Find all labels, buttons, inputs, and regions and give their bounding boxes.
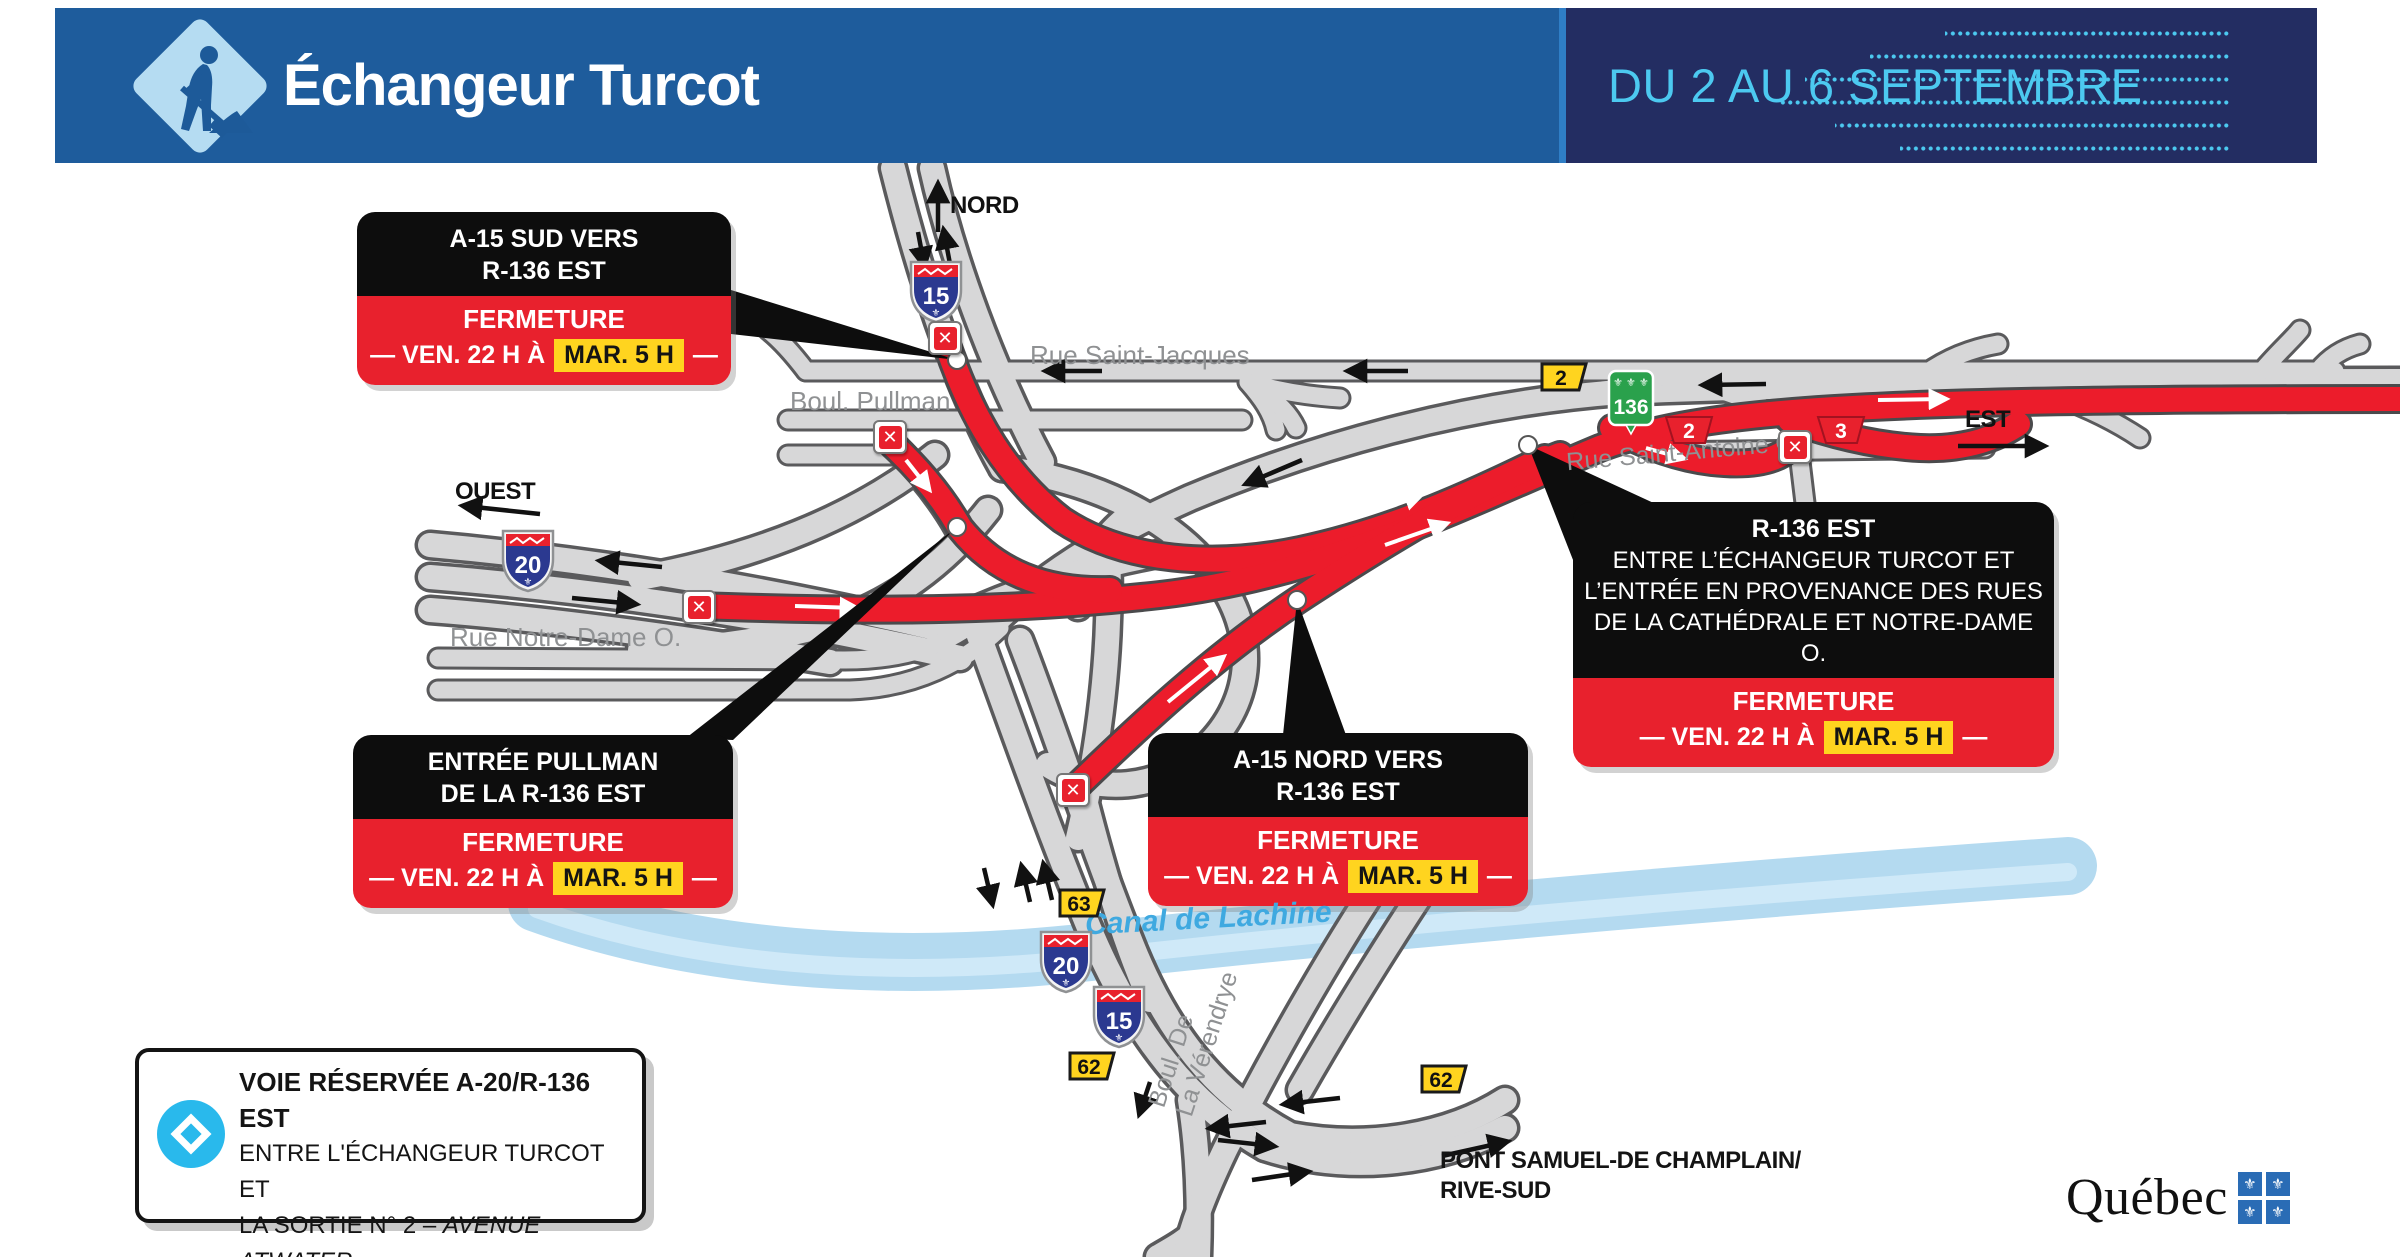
callout-entree-pullman: ENTRÉE PULLMAN DE LA R-136 EST FERMETURE… — [353, 735, 733, 908]
header-divider — [1559, 8, 1566, 163]
traffic-direction-arrows — [457, 178, 2050, 1187]
dots-decoration — [1805, 76, 2230, 83]
reserved-lane-info-box: VOIE RÉSERVÉE A-20/R-136 EST ENTRE L'ÉCH… — [135, 1048, 646, 1257]
fleur-icon: ⚜ — [1115, 1033, 1124, 1044]
svg-text:62: 62 — [1429, 1069, 1452, 1092]
svg-text:20: 20 — [1053, 953, 1080, 980]
callout-title: A-15 NORD VERS R-136 EST — [1148, 733, 1528, 817]
dots-decoration — [1870, 53, 2230, 60]
svg-text:62: 62 — [1077, 1056, 1100, 1079]
construction-worker-icon — [133, 19, 267, 153]
callout-title: ENTRÉE PULLMAN DE LA R-136 EST — [353, 735, 733, 819]
fleur-icon: ⚜ — [1062, 978, 1071, 989]
closure-x-icon: ✕ — [928, 321, 962, 355]
a20-shield: 20 ⚜ — [1039, 930, 1093, 994]
svg-text:15: 15 — [1106, 1008, 1133, 1035]
direction-ouest: OUEST — [455, 478, 536, 505]
quebec-wordmark: Québec — [2066, 1169, 2228, 1226]
a15-shield: 15 ⚜ — [909, 260, 963, 324]
direction-est: EST — [1965, 406, 2011, 433]
quebec-logo: Québec ⚜ ⚜ ⚜ ⚜ — [2066, 1168, 2290, 1227]
callout-a15-sud: A-15 SUD VERS R-136 EST FERMETURE — VEN.… — [357, 212, 731, 385]
fleur-row-icon: ⚜ ⚜ ⚜ — [1613, 377, 1649, 389]
closure-x-icon: ✕ — [1056, 773, 1090, 807]
closure-x-icon: ✕ — [682, 590, 716, 624]
svg-text:20: 20 — [515, 552, 542, 579]
dots-decoration — [1835, 122, 2230, 129]
closure-x-icon: ✕ — [873, 420, 907, 454]
exit-tab-yellow-63: 63 — [1058, 888, 1106, 918]
closure-end-highlight: MAR. 5 H — [554, 339, 684, 372]
exit-tab-yellow-62: 62 — [1068, 1051, 1116, 1081]
callout-closure: FERMETURE — VEN. 22 H À MAR. 5 H — — [1573, 678, 2054, 767]
dots-decoration — [1900, 145, 2230, 152]
closure-x-icon: ✕ — [1778, 430, 1812, 464]
a20-shield: 20 ⚜ — [501, 529, 555, 593]
page-title: Échangeur Turcot — [283, 53, 760, 118]
callout-r136-est: R-136 EST ENTRE L’ÉCHANGEUR TURCOT ET L’… — [1573, 502, 2054, 767]
a15-shield: 15 ⚜ — [1092, 985, 1146, 1049]
reserved-lane-text: VOIE RÉSERVÉE A-20/R-136 EST ENTRE L'ÉCH… — [239, 1067, 605, 1257]
dots-decoration — [1945, 30, 2230, 37]
callout-closure: FERMETURE — VEN. 22 H À MAR. 5 H — — [357, 296, 731, 385]
exit-tab-red-3: 3 — [1816, 416, 1866, 444]
callout-title: A-15 SUD VERS R-136 EST — [357, 212, 731, 296]
exit-tab-yellow-62: 62 — [1420, 1064, 1468, 1094]
svg-text:2: 2 — [1555, 367, 1567, 390]
quebec-flag-icon: ⚜ ⚜ ⚜ ⚜ — [2237, 1171, 2290, 1224]
r136-shield: ⚜ ⚜ ⚜ 136 — [1607, 369, 1655, 436]
svg-text:63: 63 — [1067, 893, 1090, 916]
svg-text:136: 136 — [1613, 396, 1648, 419]
closure-end-highlight: MAR. 5 H — [1348, 860, 1478, 893]
header-bar: Échangeur Turcot — [55, 8, 1559, 163]
exit-tab-red-2: 2 — [1664, 416, 1714, 444]
header-date-panel: DU 2 AU 6 SEPTEMBRE — [1566, 8, 2317, 163]
callout-closure: FERMETURE — VEN. 22 H À MAR. 5 H — — [1148, 817, 1528, 906]
label-pont-samuel-de-champlain: PONT SAMUEL-DE CHAMPLAIN/ RIVE-SUD — [1440, 1147, 1801, 1204]
fleur-icon: ⚜ — [932, 308, 941, 319]
svg-text:2: 2 — [1683, 420, 1695, 443]
fleur-icon: ⚜ — [524, 577, 533, 588]
svg-text:3: 3 — [1835, 420, 1847, 443]
callout-a15-nord: A-15 NORD VERS R-136 EST FERMETURE — VEN… — [1148, 733, 1528, 906]
exit-tab-yellow-2: 2 — [1540, 362, 1588, 392]
callout-closure: FERMETURE — VEN. 22 H À MAR. 5 H — — [353, 819, 733, 908]
direction-nord: NORD — [950, 192, 1019, 219]
label-rue-saint-jacques: Rue Saint-Jacques — [1030, 340, 1250, 370]
callout-title: R-136 EST ENTRE L’ÉCHANGEUR TURCOT ET L’… — [1573, 502, 2054, 678]
svg-text:15: 15 — [923, 283, 950, 310]
canal-de-lachine-water — [508, 837, 2097, 991]
reserved-lane-icon — [157, 1100, 225, 1168]
closure-end-highlight: MAR. 5 H — [1823, 721, 1954, 754]
dots-decoration — [1780, 99, 2230, 106]
label-boul-pullman: Boul. Pullman — [790, 386, 951, 416]
closure-end-highlight: MAR. 5 H — [553, 862, 683, 895]
label-rue-notre-dame: Rue Notre-Dame O. — [450, 622, 682, 652]
